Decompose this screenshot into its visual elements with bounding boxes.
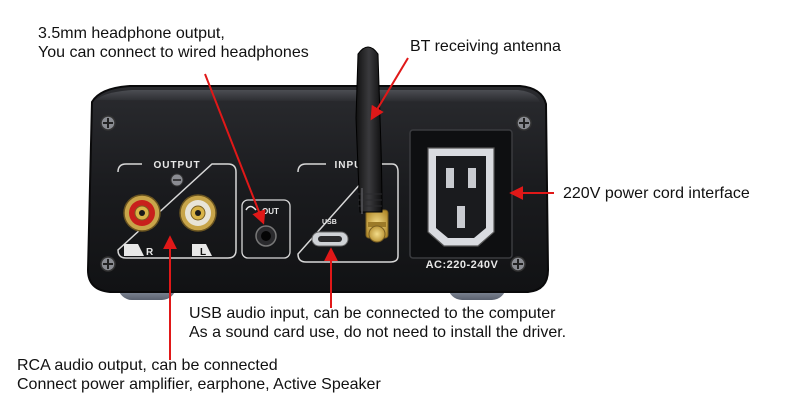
annotation-headphone-line1: 3.5mm headphone output, [38,25,225,42]
rca-right-jack[interactable] [123,194,161,232]
annotation-arrows [163,57,554,360]
annotation-usb-line1: USB audio input, can be connected to the… [189,305,556,322]
annotation-rca: RCA audio output, can be connected Conne… [17,356,381,394]
annotation-usb: USB audio input, can be connected to the… [189,304,566,342]
annotation-headphone-line2: You can connect to wired headphones [38,44,309,61]
channel-right-label: R [146,247,154,258]
arrow-antenna [370,57,409,121]
headphone-icon [245,205,257,211]
channel-labels: R L [124,244,212,258]
arrow-headphone [204,73,266,225]
input-panel: INPUT USB [297,160,399,263]
channel-left-label: L [200,247,206,258]
screw-icon [100,115,532,272]
power-inlet[interactable]: AC:220-240V [409,129,513,271]
rca-left-jack[interactable] [179,194,217,232]
input-label: INPUT [335,160,370,171]
annotation-rca-line2: Connect power amplifier, earphone, Activ… [17,376,381,393]
annotation-rca-line1: RCA audio output, can be connected [17,357,278,374]
annotation-antenna-line1: BT receiving antenna [410,38,561,55]
annotation-antenna: BT receiving antenna [410,37,561,56]
usb-c-port[interactable] [311,231,349,247]
annotation-power-line1: 220V power cord interface [563,185,750,202]
bt-antenna[interactable] [355,46,389,243]
annotation-power: 220V power cord interface [563,184,750,203]
headphone-jack[interactable]: OUT [241,199,291,259]
output-label: OUTPUT [153,160,200,171]
annotation-headphone: 3.5mm headphone output, You can connect … [38,24,309,62]
annotation-usb-line2: As a sound card use, do not need to inst… [189,324,567,341]
usb-label: USB [322,219,337,226]
voltage-label: AC:220-240V [426,259,499,271]
output-panel: OUTPUT [117,160,237,259]
out-jack-label: OUT [262,207,279,216]
